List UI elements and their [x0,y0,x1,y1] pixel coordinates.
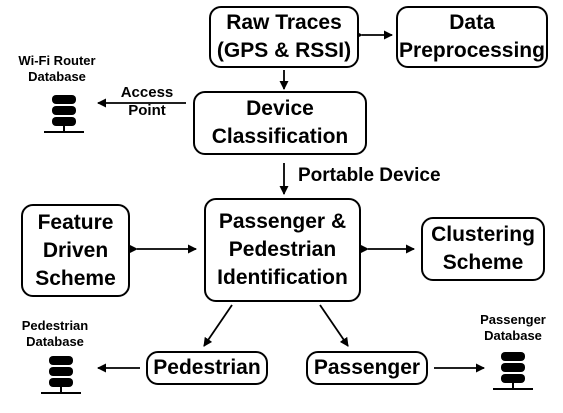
passenger-db-line-2: Database [484,328,542,343]
feature-driven-line-2: Driven [42,238,109,262]
device-classification-line-1: Device [246,97,314,120]
clustering-line-2: Scheme [442,251,524,274]
passenger-db-line-1: Passenger [480,312,546,327]
database-icon [44,95,84,133]
identification-line-2: Pedestrian [228,238,337,261]
passenger-box: Passenger [306,351,428,385]
passenger-database-label: Passenger Database [470,312,556,344]
data-preprocessing-line-1: Data [449,11,495,34]
pedestrian-db-line-2: Database [26,334,84,349]
identification-line-3: Identification [217,266,348,289]
database-icon [493,352,533,390]
wifi-db-line-1: Wi-Fi Router [18,53,96,68]
raw-traces-line-1: Raw Traces [226,11,342,34]
data-preprocessing-line-2: Preprocessing [399,39,545,62]
pedestrian-database-label: Pedestrian Database [14,318,96,350]
device-classification-box: Device Classification [193,91,367,155]
access-point-line-2: Point [128,102,166,119]
identification-line-1: Passenger & [218,210,347,233]
feature-driven-line-1: Feature [37,210,114,234]
database-icon [41,356,81,394]
arrow-identification-passenger [319,304,349,347]
raw-traces-box: Raw Traces (GPS & RSSI) [209,6,359,68]
wifi-db-line-2: Database [28,69,86,84]
clustering-scheme-box: Clustering Scheme [421,217,545,281]
arrow-identification-pedestrian [203,304,233,347]
feature-driven-scheme-box: Feature Driven Scheme [21,204,130,297]
identification-box: Passenger & Pedestrian Identification [204,198,361,302]
feature-driven-line-3: Scheme [35,266,116,290]
wifi-router-database-label: Wi-Fi Router Database [14,53,100,85]
data-preprocessing-box: Data Preprocessing [396,6,548,68]
clustering-line-1: Clustering [431,223,535,246]
portable-device-label: Portable Device [298,165,441,186]
pedestrian-db-line-1: Pedestrian [21,318,89,333]
raw-traces-line-2: (GPS & RSSI) [216,39,352,62]
pedestrian-label: Pedestrian [153,356,261,379]
access-point-line-1: Access [120,84,174,101]
access-point-label: Access Point [112,84,182,120]
device-classification-line-2: Classification [211,125,349,148]
passenger-label: Passenger [313,356,421,379]
pedestrian-box: Pedestrian [146,351,268,385]
